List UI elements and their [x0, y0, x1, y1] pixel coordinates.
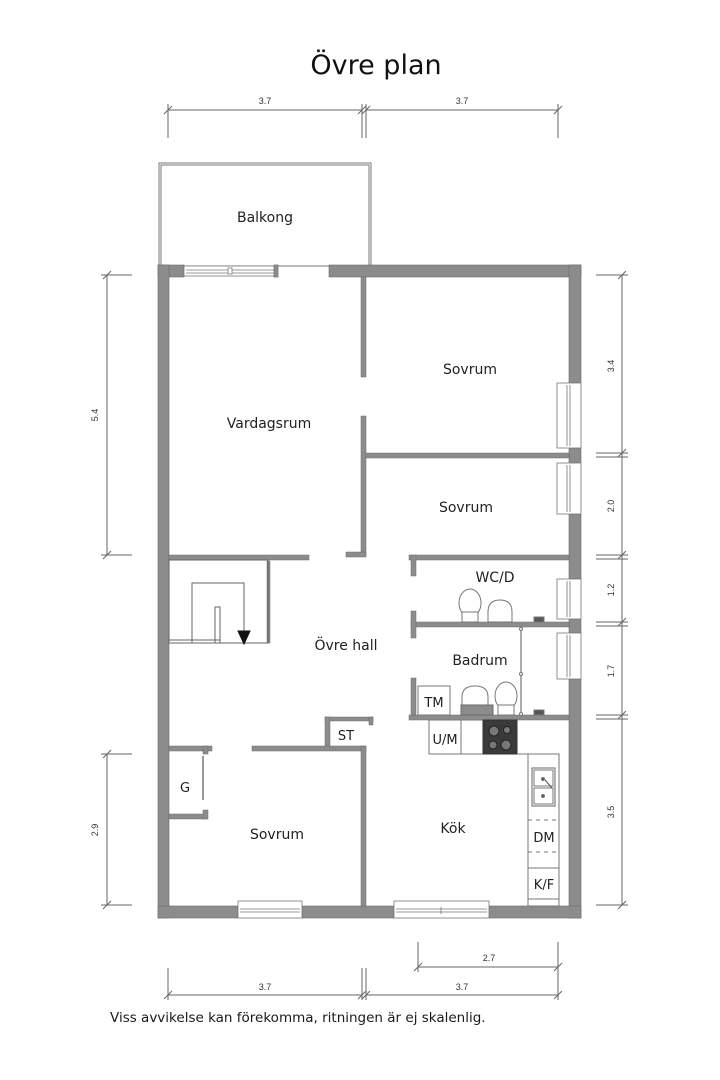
room-label-sovrum-top: Sovrum: [443, 362, 497, 378]
dim-bottom-kitchen: 2.7: [483, 953, 496, 963]
dim-top-left: 3.7: [259, 96, 272, 106]
outer-walls: [157, 264, 582, 919]
dim-left-upper: 5.4: [90, 409, 100, 422]
dim-bottom-right: 3.7: [456, 982, 469, 992]
stair-direction-arrow-icon: [237, 630, 251, 646]
dim-right-1: 3.4: [606, 360, 616, 373]
fixture-label-dm: DM: [533, 831, 554, 846]
fixture-label-g: G: [180, 781, 190, 796]
fixture-label-um: U/M: [432, 733, 457, 748]
room-label-ovre-hall: Övre hall: [314, 636, 377, 654]
dim-right-3: 1.2: [606, 584, 616, 597]
windows: [183, 264, 582, 919]
wc-fixtures: [458, 588, 545, 623]
dim-right-4: 1.7: [606, 665, 616, 678]
dim-right-2: 2.0: [606, 500, 616, 513]
kitchen-fixtures: [428, 719, 560, 907]
room-label-kok: Kök: [440, 821, 466, 837]
dim-bottom-left: 3.7: [259, 982, 272, 992]
fixture-label-kf: K/F: [534, 878, 554, 893]
room-label-balkong: Balkong: [237, 210, 293, 226]
dim-top-right: 3.7: [456, 96, 469, 106]
disclaimer-text: Viss avvikelse kan förekomma, ritningen …: [110, 1010, 486, 1026]
fixture-label-tm: TM: [423, 696, 443, 711]
stove-icon: [482, 719, 518, 755]
interior-walls: [168, 276, 570, 907]
room-label-badrum: Badrum: [452, 653, 507, 669]
room-label-sovrum-mid: Sovrum: [439, 500, 493, 516]
dim-left-lower: 2.9: [90, 824, 100, 837]
room-label-sovrum-bottom: Sovrum: [250, 827, 304, 843]
plan-title: Övre plan: [310, 50, 442, 81]
dimension-lines: [101, 104, 628, 1000]
stairs: [168, 559, 269, 646]
room-label-wc: WC/D: [475, 570, 514, 586]
fixture-label-st: ST: [338, 729, 354, 744]
bathroom-fixtures: [417, 627, 545, 716]
room-label-vardagsrum: Vardagsrum: [227, 416, 312, 432]
dim-right-5: 3.5: [606, 806, 616, 819]
